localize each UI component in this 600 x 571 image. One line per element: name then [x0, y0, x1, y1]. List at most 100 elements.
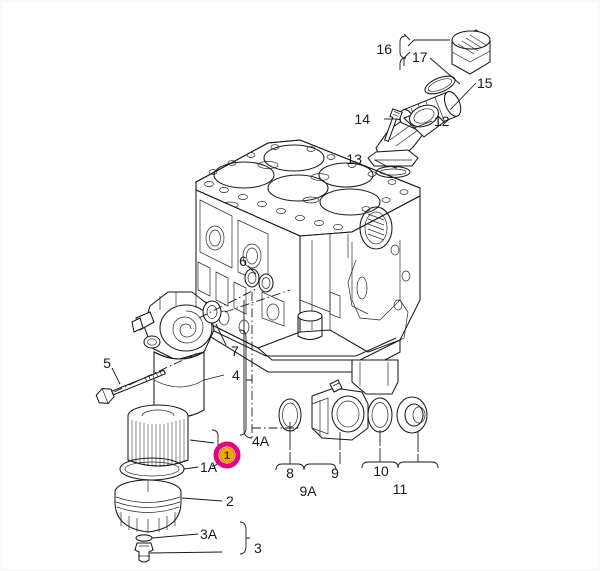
oil-filter-assembly [95, 291, 222, 563]
filler-pipe-shading [389, 123, 419, 147]
leader-7 [215, 323, 227, 346]
filter-housing-ribs [159, 292, 197, 310]
head-bolt-holes [204, 144, 409, 230]
reference-lines [113, 287, 300, 440]
highlight-marker-ring [213, 441, 241, 469]
cylinder-bore-2 [213, 161, 275, 189]
filter-element-bottom [127, 459, 189, 467]
filter-housing-boss [159, 304, 213, 352]
leader-15 [449, 82, 477, 111]
cooler-housing-9-ribs [311, 397, 329, 436]
callout-10: 10 [373, 463, 389, 479]
callout-12: 12 [434, 113, 450, 129]
leader-1A [183, 466, 199, 470]
callout-6: 6 [239, 253, 247, 269]
callout-5: 5 [103, 355, 111, 371]
cylinder-bore-3 [267, 174, 329, 202]
valve-11-outer [396, 396, 428, 434]
callout-13: 13 [346, 151, 362, 167]
callout-1A: 1A [200, 459, 218, 475]
refline-seal-to-block [224, 289, 291, 313]
highlight-marker-core [219, 447, 235, 463]
block-boss-top [297, 310, 323, 322]
leader-16-bracket [403, 33, 411, 66]
leader-13 [374, 159, 389, 168]
callout-17: 17 [412, 49, 428, 65]
plug-6-inner [247, 272, 257, 284]
engine-block [195, 139, 421, 395]
valve-11-inner [412, 406, 426, 424]
plug-6-outer [244, 268, 260, 288]
plug-6b-inner [261, 277, 271, 289]
filler-pipe-oring-13 [375, 165, 411, 179]
drain-plug-seal-3A [135, 534, 153, 542]
cylinder-bore-5 [318, 162, 374, 188]
sealing-ring-10-inner [371, 402, 389, 428]
block-mount-foot [351, 359, 399, 395]
bracket-4A-outer [243, 300, 253, 439]
highlight-marker-number: 1 [224, 450, 230, 462]
filter-housing-lug-c-hole [147, 338, 157, 346]
filter-cover-gasket-1A-inner [124, 461, 180, 477]
callout-14: 14 [354, 111, 370, 127]
filter-cap-knurl [120, 512, 176, 533]
valve-11-mid [404, 403, 424, 427]
drain-plug-3 [134, 542, 154, 563]
highlight-marker-1[interactable]: 1 [213, 441, 241, 469]
cooler-housing-9-bore [331, 395, 365, 433]
filler-pipe-flange [367, 149, 419, 167]
stems-10-11 [379, 448, 419, 462]
callout-8: 8 [286, 465, 294, 481]
callout-4A: 4A [252, 433, 270, 449]
filler-pipe-oring-13-inner [379, 168, 407, 176]
callout-9A: 9A [299, 483, 317, 499]
block-boss-body [297, 316, 323, 341]
cooler-housing-9-bore-inner [336, 400, 360, 428]
callout-4: 4 [232, 367, 240, 383]
filler-cap-seal-17-inner [427, 78, 453, 92]
leader-lines [111, 33, 477, 554]
filter-housing-barrel-band [153, 379, 205, 388]
callout-16: 16 [376, 41, 392, 57]
callout-11: 11 [393, 481, 408, 497]
leader-2 [181, 497, 223, 502]
filler-pipe-mouth-inner [413, 108, 435, 124]
oil-filler-pipe-assembly [367, 29, 491, 179]
plug-6b-outer [258, 273, 274, 293]
filter-housing-seal-7 [202, 300, 222, 324]
filter-cap-threads [115, 496, 181, 513]
bracket-4A-inner [239, 329, 252, 436]
leader-16 [407, 39, 450, 47]
callout-7: 7 [231, 343, 239, 359]
leader-3A [151, 533, 199, 539]
block-mount-foot-ribs [359, 362, 389, 386]
block-sump-rail [205, 321, 401, 373]
filter-housing-seal-7-inner [206, 305, 218, 319]
filter-housing-lug-c [143, 335, 161, 349]
cylinder-bore-4 [319, 188, 381, 216]
callout-15: 15 [477, 75, 493, 91]
leader-12 [413, 120, 433, 129]
filter-element-pleats [131, 419, 185, 467]
cooler-housing-9-nipple-line [332, 382, 340, 387]
refline-housing-to-block [198, 287, 259, 319]
filler-cap-16 [451, 29, 491, 75]
bracket-16 [399, 35, 407, 70]
stems-8-9 [289, 452, 341, 464]
leader-6 [247, 265, 257, 275]
leader-17 [429, 57, 461, 85]
leader-5 [111, 367, 121, 385]
callout-labels: 16 17 15 14 12 13 6 5 7 4 4A 1A 2 3A 3 8… [103, 41, 493, 556]
block-deck-top-edge [195, 139, 421, 189]
filter-housing-lug-b [131, 317, 144, 333]
callout-2: 2 [226, 493, 234, 509]
leader-1 [189, 439, 215, 444]
block-sump-rail-inner [211, 329, 397, 357]
cooler-housing-9 [311, 387, 369, 441]
drain-plug-3-detail [138, 545, 150, 557]
leader-4 [203, 374, 225, 381]
filter-housing-barrel-top [153, 351, 205, 360]
